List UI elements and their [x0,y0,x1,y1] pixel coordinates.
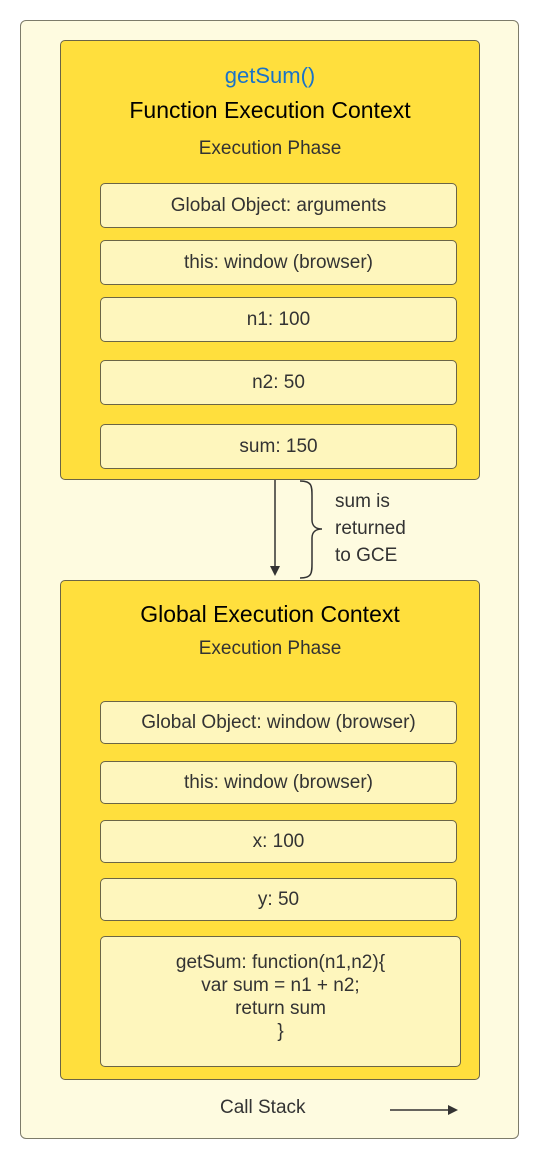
curly-brace [299,480,323,579]
fec-entry-n1: n1: 100 [100,297,457,342]
code-line: getSum: function(n1,n2){ [175,952,386,973]
global-context-title: Global Execution Context [140,601,400,627]
code-line: } [277,1021,284,1042]
fec-entry-global-object: Global Object: arguments [100,183,457,228]
function-context-title: Function Execution Context [129,97,411,123]
return-note-line: to GCE [335,545,398,566]
return-note-line: returned [335,518,406,539]
global-execution-context: Global Execution Context Execution Phase… [60,580,480,1080]
fec-entry-this: this: window (browser) [100,240,457,285]
global-context-phase: Execution Phase [198,638,342,659]
call-stack-label: Call Stack [220,1097,306,1118]
gec-entry-this: this: window (browser) [100,761,457,804]
fec-entry-sum: sum: 150 [100,424,457,469]
return-note-line: sum is [335,491,390,512]
code-line: return sum [235,998,326,1019]
gec-entry-getsum-function: getSum: function(n1,n2){ var sum = n1 + … [100,936,461,1067]
fec-entry-n2: n2: 50 [100,360,457,405]
gec-entry-y: y: 50 [100,878,457,921]
function-execution-context: getSum() Function Execution Context Exec… [60,40,480,480]
function-context-phase: Execution Phase [198,138,342,159]
function-name: getSum() [224,63,316,88]
code-line: var sum = n1 + n2; [201,975,360,996]
return-note: sum is returned to GCE [335,488,406,569]
gec-entry-global-object: Global Object: window (browser) [100,701,457,744]
gec-entry-x: x: 100 [100,820,457,863]
